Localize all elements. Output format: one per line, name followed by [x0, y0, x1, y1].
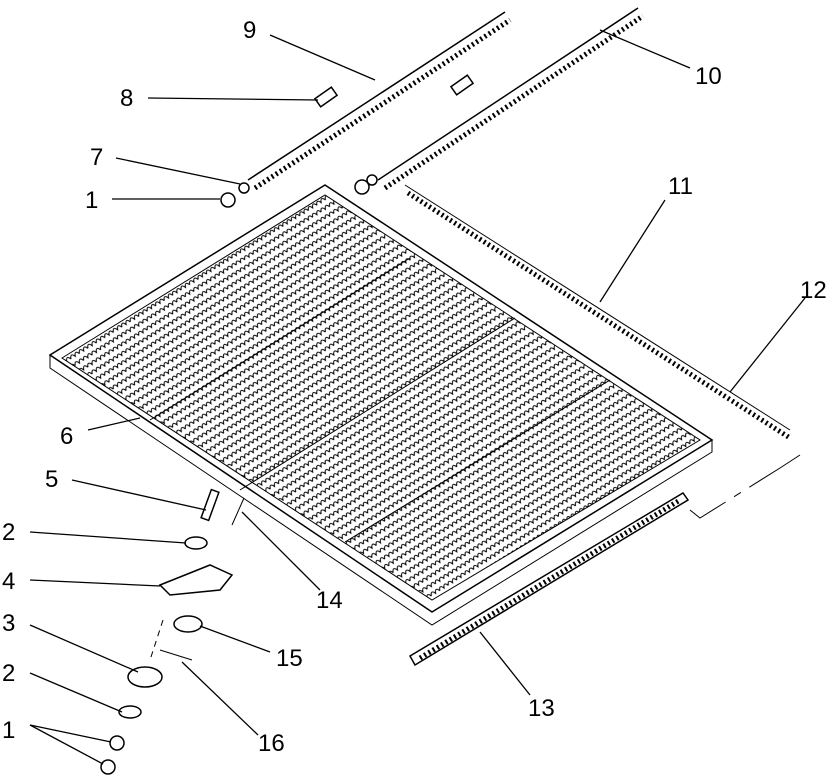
strip-13 [408, 492, 690, 667]
callouts: 9 8 10 7 1 11 12 6 5 2 4 14 3 15 2 1 16 … [2, 17, 827, 757]
callout-3: 3 [2, 610, 15, 637]
bracket-4 [158, 564, 234, 596]
washer-2 [184, 536, 208, 550]
callout-12: 12 [800, 277, 827, 304]
bolt-16 [159, 649, 193, 661]
callout-2b: 2 [2, 660, 15, 687]
callout-14: 14 [316, 587, 343, 614]
callout-10: 10 [695, 63, 722, 90]
leader-lines [29, 29, 806, 765]
sieve-frame [48, 184, 714, 626]
callout-15: 15 [276, 645, 303, 672]
callout-16: 16 [258, 730, 285, 757]
callout-1b: 1 [2, 717, 15, 744]
washer-2b [118, 705, 142, 719]
nut-1 [220, 192, 236, 208]
callout-2: 2 [2, 519, 15, 546]
callout-1: 1 [85, 187, 98, 214]
washer-7 [238, 182, 250, 194]
callout-5: 5 [45, 466, 58, 493]
callout-7: 7 [90, 144, 103, 171]
callout-4: 4 [2, 568, 15, 595]
strip-11 [404, 184, 801, 519]
nut-1b [109, 735, 125, 751]
callout-6: 6 [60, 423, 73, 450]
pin-5 [200, 488, 220, 522]
callout-8: 8 [120, 85, 133, 112]
washer-15 [173, 615, 203, 633]
bolt-8 [313, 86, 339, 108]
lever-14 [231, 497, 245, 526]
callout-11: 11 [668, 173, 693, 200]
callout-9: 9 [243, 17, 256, 44]
rack-9 [247, 11, 512, 191]
callout-13: 13 [528, 695, 555, 722]
rack-10 [377, 7, 645, 191]
divider-bar [149, 257, 411, 421]
